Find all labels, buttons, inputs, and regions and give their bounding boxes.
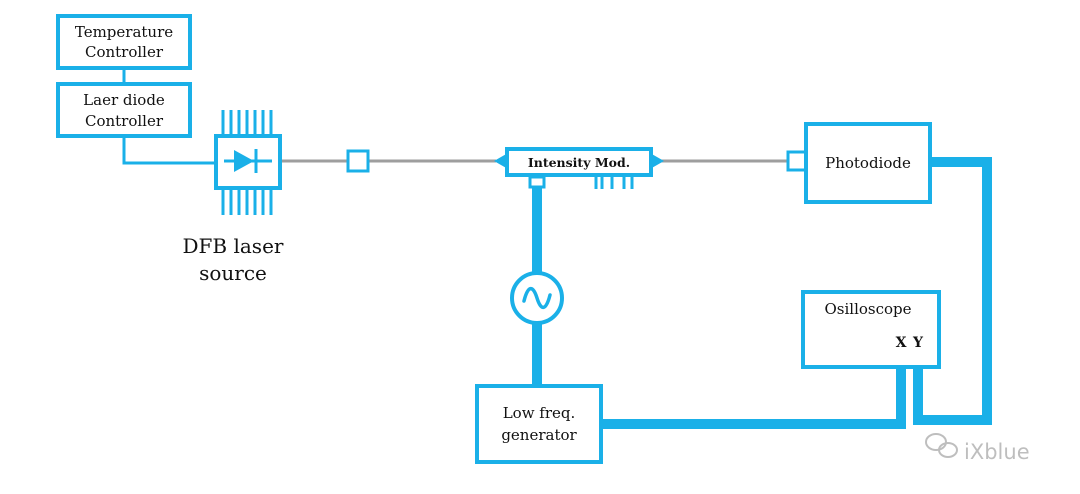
dfb-laser-label-line1: DFB laser bbox=[183, 234, 284, 258]
temperature-controller-box: Temperature Controller bbox=[56, 14, 192, 70]
watermark: iXblue bbox=[925, 433, 1030, 464]
oscilloscope-box: Osilloscope X Y bbox=[801, 290, 941, 369]
laser-diode-controller-label-line2: Controller bbox=[85, 112, 164, 130]
dfb-laser-pins-top bbox=[221, 110, 273, 137]
fiber-connector bbox=[346, 149, 370, 173]
generator-label-line2: generator bbox=[501, 426, 577, 444]
laser-diode-controller-box: Laer diode Controller bbox=[56, 82, 192, 138]
cable-photodiode-to-scope-y bbox=[913, 157, 992, 425]
photodiode-label: Photodiode bbox=[825, 154, 911, 172]
low-freq-generator-box: Low freq. generator bbox=[475, 384, 603, 464]
modulator-rf-port bbox=[528, 175, 546, 189]
generator-label-line1: Low freq. bbox=[503, 404, 576, 422]
cable-generator-to-scope-x bbox=[602, 357, 906, 429]
wechat-icon bbox=[925, 433, 958, 458]
oscilloscope-label: Osilloscope bbox=[824, 300, 911, 318]
watermark-text: iXblue bbox=[964, 440, 1030, 464]
dfb-laser-label-line2: source bbox=[199, 261, 267, 285]
modulator-input-taper bbox=[494, 153, 508, 169]
modulator-label: Intensity Mod. bbox=[528, 155, 630, 170]
photodiode-box: Photodiode bbox=[786, 122, 932, 204]
laser-diode-icon bbox=[224, 149, 272, 173]
modulator-bias-pins bbox=[594, 176, 634, 189]
photodiode-input-connector bbox=[786, 150, 808, 172]
laser-diode-controller-label-line1: Laer diode bbox=[83, 91, 165, 109]
temperature-controller-label-line2: Controller bbox=[85, 43, 164, 61]
oscilloscope-x-port-label: X bbox=[896, 335, 907, 351]
temperature-controller-label-line1: Temperature bbox=[75, 23, 173, 41]
oscilloscope-y-port-label: Y bbox=[912, 335, 924, 351]
sine-source-icon bbox=[510, 271, 564, 325]
modulator-output-taper bbox=[650, 153, 664, 169]
controller-to-laser-link bbox=[122, 136, 214, 165]
intensity-modulator: Intensity Mod. bbox=[494, 147, 664, 189]
dfb-laser-pins-bottom bbox=[221, 188, 273, 215]
dfb-laser-package bbox=[214, 110, 282, 215]
